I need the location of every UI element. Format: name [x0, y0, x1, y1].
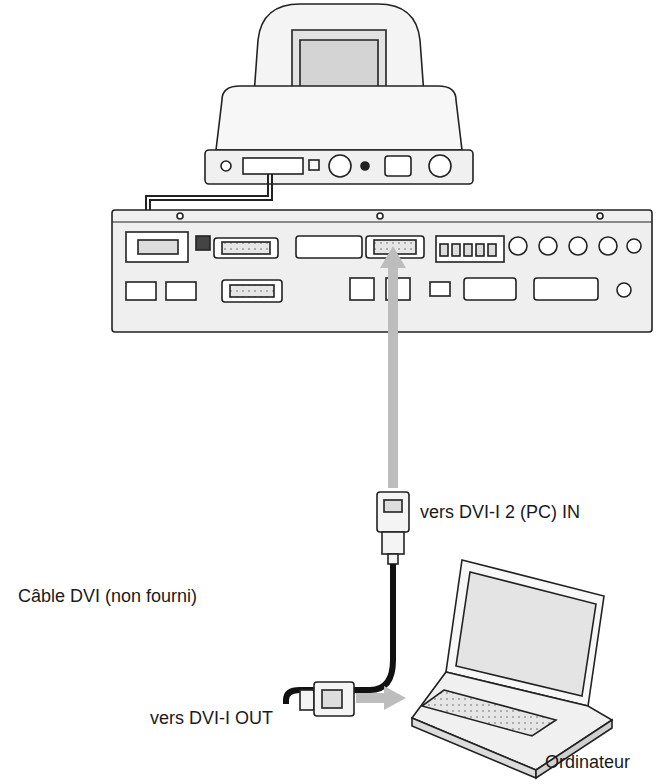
cable-label: Câble DVI (non fourni) — [18, 586, 197, 608]
device-label: Ordinateur — [545, 752, 630, 774]
port-label: vers DVI-I OUT — [150, 708, 273, 730]
port-label: vers DVI-I 2 (PC) IN — [420, 502, 580, 524]
